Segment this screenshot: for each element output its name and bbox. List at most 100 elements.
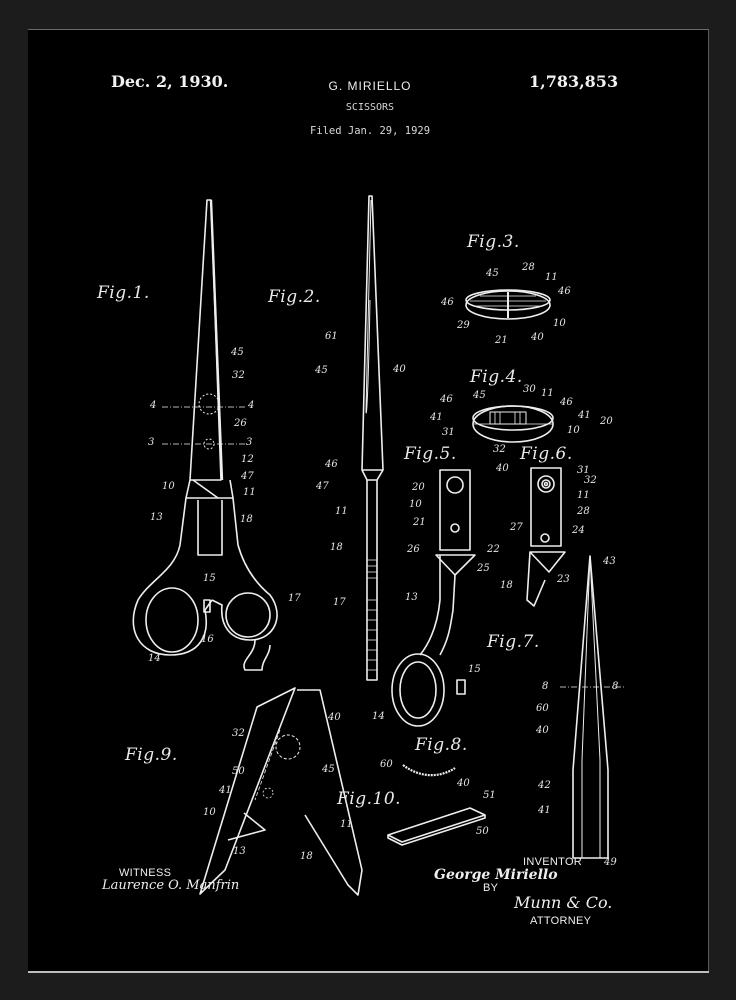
ref-numeral: 32 [232,728,245,739]
ref-numeral: 29 [457,320,470,331]
ref-numeral: 4 [150,400,157,411]
ref-numeral: 13 [150,512,163,523]
ref-numeral: 17 [288,593,301,604]
inventor-label: INVENTOR [523,856,583,868]
witness-signature: Laurence O. Manfrin [102,878,240,893]
ref-numeral: 31 [577,465,590,476]
ref-numeral: 45 [322,764,335,775]
ref-numeral: 11 [340,819,353,830]
ref-numeral: 27 [510,522,523,533]
ref-numeral: 18 [500,580,513,591]
ref-numeral: 61 [325,331,338,342]
ref-numeral: 20 [600,416,613,427]
fig8-curved-section-drawing [402,764,456,777]
ref-numeral: 18 [330,542,343,553]
ref-numeral: 14 [148,653,161,664]
ref-numeral: 40 [393,364,406,375]
ref-numeral: 13 [405,592,418,603]
ref-numeral: 42 [538,780,551,791]
ref-numeral: 26 [407,544,420,555]
ref-numeral: 14 [372,711,385,722]
fig9-caption: Fig.9. [125,745,178,765]
ref-numeral: 30 [523,384,536,395]
ref-numeral: 51 [483,790,496,801]
patent-date: Dec. 2, 1930. [111,72,229,91]
ref-numeral: 28 [577,506,590,517]
fig6-caption: Fig.6. [520,444,573,464]
ref-numeral: 46 [441,297,454,308]
ref-numeral: 32 [584,475,597,486]
ref-numeral: 50 [232,766,245,777]
ref-numeral: 20 [412,482,425,493]
ref-numeral: 10 [409,499,422,510]
ref-numeral: 45 [486,268,499,279]
ref-numeral: 3 [148,437,155,448]
ref-numeral: 21 [413,517,426,528]
ref-numeral: 13 [233,846,246,857]
patent-number: 1,783,853 [529,72,619,91]
ref-numeral: 40 [531,332,544,343]
fig8-caption: Fig.8. [415,735,468,755]
ref-numeral: 46 [560,397,573,408]
fig7-caption: Fig.7. [487,632,540,652]
fig1-caption: Fig.1. [97,283,150,303]
fig3-pivot-disk-drawing [465,289,551,320]
ref-numeral: 47 [241,471,254,482]
patent-title: SCISSORS [345,102,395,113]
ref-numeral: 11 [545,272,558,283]
fig10-caption: Fig.10. [337,789,402,809]
attorney-signature: Munn & Co. [514,893,613,912]
ref-numeral: 25 [477,563,490,574]
ref-numeral: 18 [300,851,313,862]
ref-numeral: 17 [333,597,346,608]
ref-numeral: 40 [496,463,509,474]
ref-numeral: 49 [604,857,617,868]
fig3-caption: Fig.3. [467,232,520,252]
ref-numeral: 28 [522,262,535,273]
fig7-blade-front-drawing [560,555,625,859]
ref-numeral: 11 [541,388,554,399]
ref-numeral: 21 [495,335,508,346]
ref-numeral: 46 [325,459,338,470]
patent-print [28,29,709,973]
ref-numeral: 40 [457,778,470,789]
ref-numeral: 8 [612,681,619,692]
ref-numeral: 41 [538,805,551,816]
ref-numeral: 12 [241,454,254,465]
ref-numeral: 8 [542,681,549,692]
ref-numeral: 43 [603,556,616,567]
ref-numeral: 10 [162,481,175,492]
ref-numeral: 31 [442,427,455,438]
ref-numeral: 60 [380,759,393,770]
inventor-header: G. MIRIELLO [328,79,412,93]
ref-numeral: 45 [231,347,244,358]
ref-numeral: 23 [557,574,570,585]
ref-numeral: 40 [328,712,341,723]
fig4-pivot-assembly-drawing [472,405,554,443]
by-label: BY [483,882,499,894]
ref-numeral: 11 [335,506,348,517]
fig4-caption: Fig.4. [470,367,523,387]
ref-numeral: 3 [246,437,253,448]
ref-numeral: 45 [473,390,486,401]
ref-numeral: 22 [487,544,500,555]
ref-numeral: 41 [430,412,443,423]
filed-date: Filed Jan. 29, 1929 [309,125,431,137]
ref-numeral: 46 [558,286,571,297]
ref-numeral: 45 [315,365,328,376]
ref-numeral: 15 [468,664,481,675]
ref-numeral: 41 [578,410,591,421]
fig5-blade-root-drawing [391,469,476,727]
ref-numeral: 10 [553,318,566,329]
ref-numeral: 32 [232,370,245,381]
ref-numeral: 4 [248,400,255,411]
witness-label: WITNESS [119,867,172,879]
attorney-label: ATTORNEY [530,915,592,927]
ref-numeral: 60 [536,703,549,714]
ref-numeral: 46 [440,394,453,405]
fig5-caption: Fig.5. [404,444,457,464]
ref-numeral: 24 [572,525,585,536]
fig6-blade-root-drawing [526,467,566,607]
ref-numeral: 10 [203,807,216,818]
fig2-blade-side-drawing [361,195,384,681]
